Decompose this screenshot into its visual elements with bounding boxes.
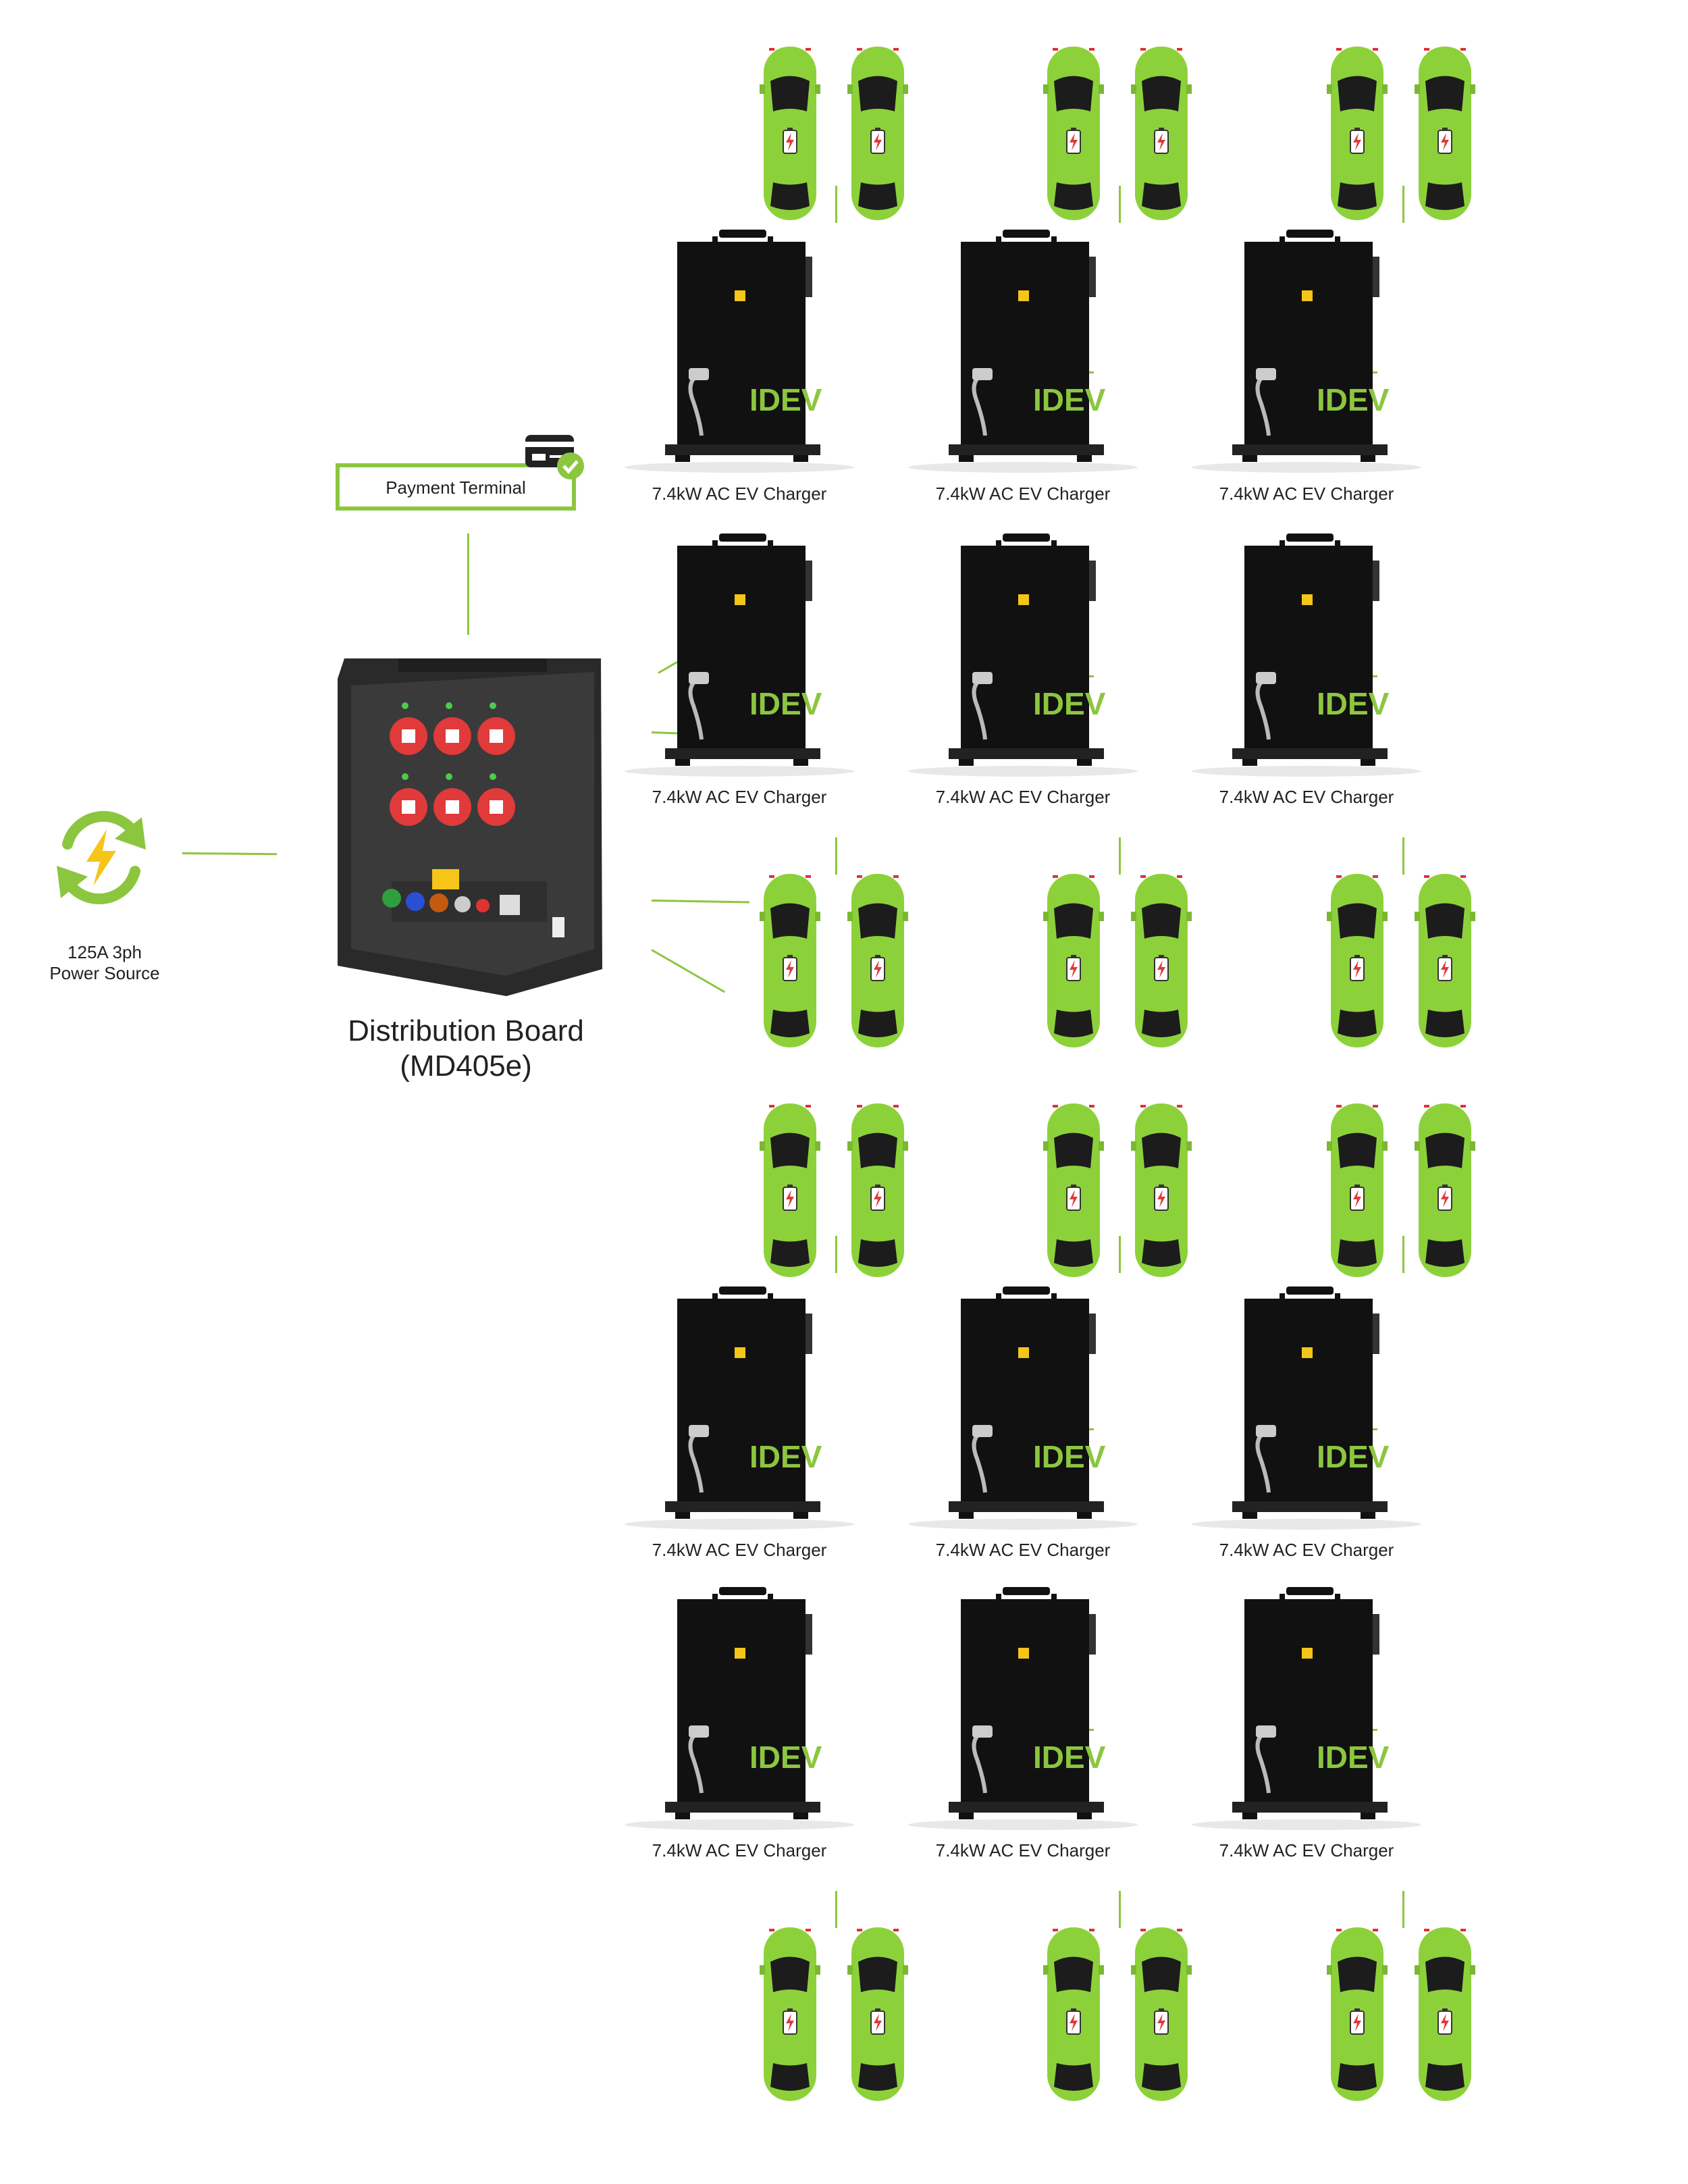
check-badge-icon: [557, 452, 584, 479]
ev-car: [1327, 1101, 1388, 1280]
ev-charger: IDEV: [625, 230, 854, 473]
connector-line: [835, 1891, 837, 1928]
ev-charger: IDEV: [625, 1286, 854, 1530]
charger-brand: IDEV: [749, 686, 822, 721]
connector-line: [182, 852, 278, 856]
ev-car: [1415, 1925, 1475, 2104]
charger-brand: IDEV: [749, 382, 822, 417]
ev-car: [1327, 1925, 1388, 2104]
ev-car: [1415, 871, 1475, 1050]
charger-label: 7.4kW AC EV Charger: [935, 1540, 1111, 1560]
connector-line: [1119, 837, 1121, 875]
ev-car: [1043, 871, 1104, 1050]
ev-car: [1131, 1101, 1192, 1280]
distribution-board-title-2: (MD405e): [400, 1049, 532, 1083]
ev-car: [760, 1925, 820, 2104]
ev-charger: IDEV: [1192, 1587, 1421, 1830]
charger-label: 7.4kW AC EV Charger: [652, 1840, 827, 1861]
power-source-label-2: Power Source: [49, 963, 160, 983]
connector-line: [467, 534, 469, 635]
connector-line: [1119, 1236, 1121, 1273]
connector-line: [1402, 837, 1404, 875]
charger-label: 7.4kW AC EV Charger: [652, 787, 827, 807]
charger-label: 7.4kW AC EV Charger: [935, 1840, 1111, 1861]
distribution-board: [338, 658, 602, 996]
connector-line: [1119, 186, 1121, 223]
ev-car: [1131, 1925, 1192, 2104]
charger-brand: IDEV: [1033, 1439, 1106, 1474]
connector-line: [835, 1236, 837, 1273]
ev-car: [760, 44, 820, 223]
ev-car: [1327, 871, 1388, 1050]
charger-label: 7.4kW AC EV Charger: [1219, 1540, 1394, 1560]
distribution-board-title-1: Distribution Board: [348, 1014, 584, 1047]
ev-car: [1131, 871, 1192, 1050]
ev-car: [1327, 44, 1388, 223]
ev-charger: IDEV: [625, 1587, 854, 1830]
connector-line: [1402, 1891, 1404, 1928]
charger-brand: IDEV: [1317, 1439, 1390, 1474]
charger-label: 7.4kW AC EV Charger: [1219, 484, 1394, 504]
ev-car: [847, 871, 908, 1050]
charger-label: 7.4kW AC EV Charger: [935, 787, 1111, 807]
ev-car: [760, 871, 820, 1050]
charger-brand: IDEV: [1033, 686, 1106, 721]
payment-terminal-label: Payment Terminal: [386, 477, 526, 498]
power-source-label-1: 125A 3ph: [68, 942, 142, 962]
connector-line: [1119, 1891, 1121, 1928]
ev-car: [847, 1925, 908, 2104]
power-source: 125A 3ph Power Source: [34, 797, 182, 993]
ev-charger: IDEV: [908, 1286, 1138, 1530]
ev-car: [1043, 1101, 1104, 1280]
ev-car: [1043, 44, 1104, 223]
charger-label: 7.4kW AC EV Charger: [1219, 1840, 1394, 1861]
ev-car: [847, 44, 908, 223]
charger-brand: IDEV: [749, 1740, 822, 1775]
connector-line: [835, 186, 837, 223]
charger-label: 7.4kW AC EV Charger: [1219, 787, 1394, 807]
ev-charger: IDEV: [908, 534, 1138, 777]
ev-car: [1043, 1925, 1104, 2104]
charger-brand: IDEV: [1033, 382, 1106, 417]
lightning-refresh-icon: [57, 810, 146, 905]
connector-line: [835, 837, 837, 875]
connector-line: [1402, 186, 1404, 223]
ev-car: [1415, 44, 1475, 223]
ev-charger: IDEV: [1192, 534, 1421, 777]
charger-brand: IDEV: [1033, 1740, 1106, 1775]
charger-label: 7.4kW AC EV Charger: [652, 484, 827, 504]
ev-car: [847, 1101, 908, 1280]
connector-line: [651, 949, 726, 993]
connector-line: [1402, 1236, 1404, 1273]
ev-charger: IDEV: [908, 230, 1138, 473]
charger-brand: IDEV: [1317, 686, 1390, 721]
ev-charger: IDEV: [908, 1587, 1138, 1830]
charger-label: 7.4kW AC EV Charger: [935, 484, 1111, 504]
ev-charger: IDEV: [1192, 230, 1421, 473]
charger-brand: IDEV: [1317, 1740, 1390, 1775]
ev-car: [1131, 44, 1192, 223]
charger-label: 7.4kW AC EV Charger: [652, 1540, 827, 1560]
ev-charger: IDEV: [625, 534, 854, 777]
payment-terminal[interactable]: Payment Terminal: [336, 463, 576, 511]
ev-car: [760, 1101, 820, 1280]
ev-car: [1415, 1101, 1475, 1280]
charger-brand: IDEV: [1317, 382, 1390, 417]
connector-line: [651, 900, 750, 904]
ev-charger: IDEV: [1192, 1286, 1421, 1530]
charger-brand: IDEV: [749, 1439, 822, 1474]
